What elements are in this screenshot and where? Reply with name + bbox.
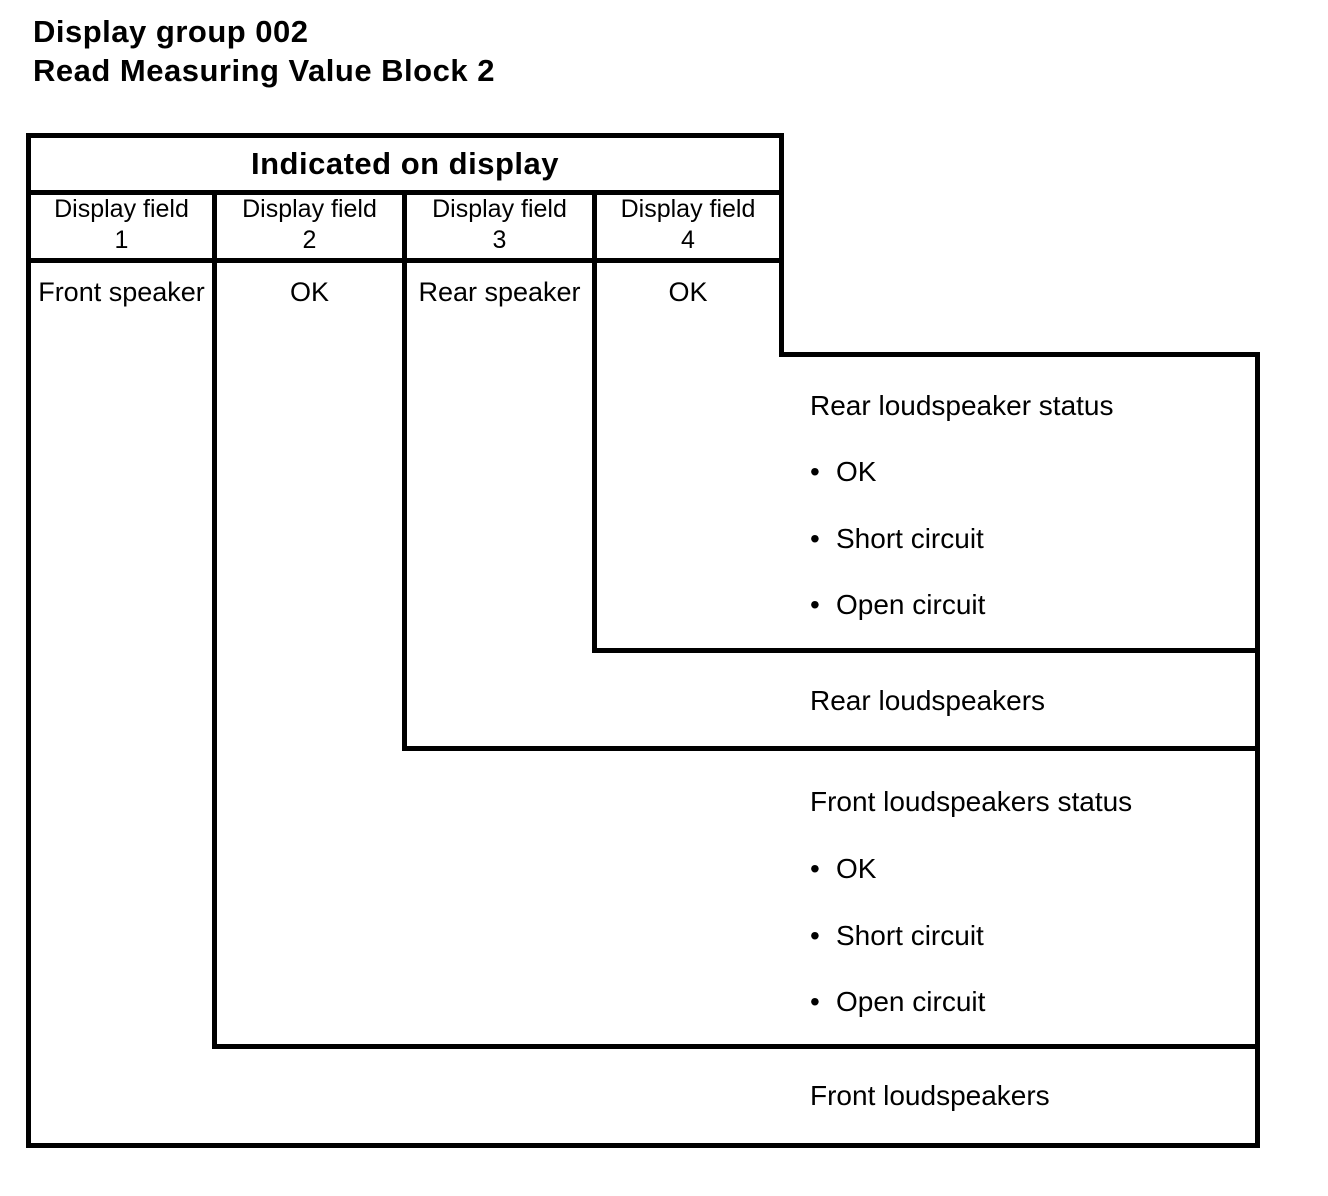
display-field-2-value: OK [289, 277, 329, 307]
column-divider-1 [212, 190, 217, 1049]
column-header-3: Display field 3 [407, 195, 592, 255]
bullet-icon [810, 589, 836, 621]
diagram-left-border [26, 133, 31, 1148]
column-header-2: Display field 2 [217, 195, 402, 255]
front-status-item: Open circuit [810, 986, 985, 1018]
bullet-icon [810, 853, 836, 885]
rear-status-item-label: Short circuit [836, 523, 984, 554]
column-header-label: Display field [432, 195, 567, 223]
column-header-1: Display field 1 [31, 195, 212, 255]
diagram-right-border [1255, 352, 1260, 1148]
callout-step-line-field4-top [779, 352, 1260, 357]
front-status-item: OK [810, 853, 876, 885]
front-status-item: Short circuit [810, 920, 984, 952]
rear-status-item: Open circuit [810, 589, 985, 621]
rear-status-item: Short circuit [810, 523, 984, 555]
table-header: Indicated on display [251, 146, 559, 181]
rear-status-item-label: OK [836, 456, 877, 487]
rear-status-item-label: Open circuit [836, 589, 986, 620]
display-field-4-value: OK [668, 277, 708, 307]
callout-step-line-field3-bottom [402, 746, 1260, 751]
front-status-item-label: OK [836, 853, 877, 884]
column-header-label: Display field [54, 195, 189, 223]
front-status-title: Front loudspeakers status [810, 786, 1133, 817]
column-divider-2 [402, 190, 407, 751]
bullet-icon [810, 920, 836, 952]
table-top-border [26, 133, 784, 138]
column-header-label: Display field [242, 195, 377, 223]
front-loudspeakers-label: Front loudspeakers [810, 1080, 1050, 1111]
column-header-label: Display field [620, 195, 756, 223]
column-header-number: 3 [492, 226, 507, 254]
column-divider-3 [592, 190, 597, 653]
rear-loudspeakers-label: Rear loudspeakers [810, 685, 1046, 716]
bullet-icon [810, 986, 836, 1018]
callout-step-line-field2-bottom [212, 1044, 1260, 1049]
column-header-number: 1 [114, 226, 129, 254]
front-status-item-label: Short circuit [836, 920, 984, 951]
callout-step-line-field4-bottom [592, 648, 1260, 653]
table-right-border [779, 133, 784, 357]
column-header-4: Display field 4 [597, 195, 779, 255]
column-header-number: 4 [681, 226, 695, 254]
column-header-number: 2 [302, 226, 317, 254]
front-status-item-label: Open circuit [836, 986, 986, 1017]
display-field-3-value: Rear speaker [418, 277, 581, 307]
page-title-line2: Read Measuring Value Block 2 [33, 53, 495, 88]
rear-status-item: OK [810, 456, 876, 488]
rear-status-title: Rear loudspeaker status [810, 390, 1114, 421]
diagram-bottom-border [26, 1143, 1260, 1148]
display-field-1-value: Front speaker [38, 277, 205, 307]
bullet-icon [810, 523, 836, 555]
page-title-line1: Display group 002 [33, 14, 309, 49]
bullet-icon [810, 456, 836, 488]
